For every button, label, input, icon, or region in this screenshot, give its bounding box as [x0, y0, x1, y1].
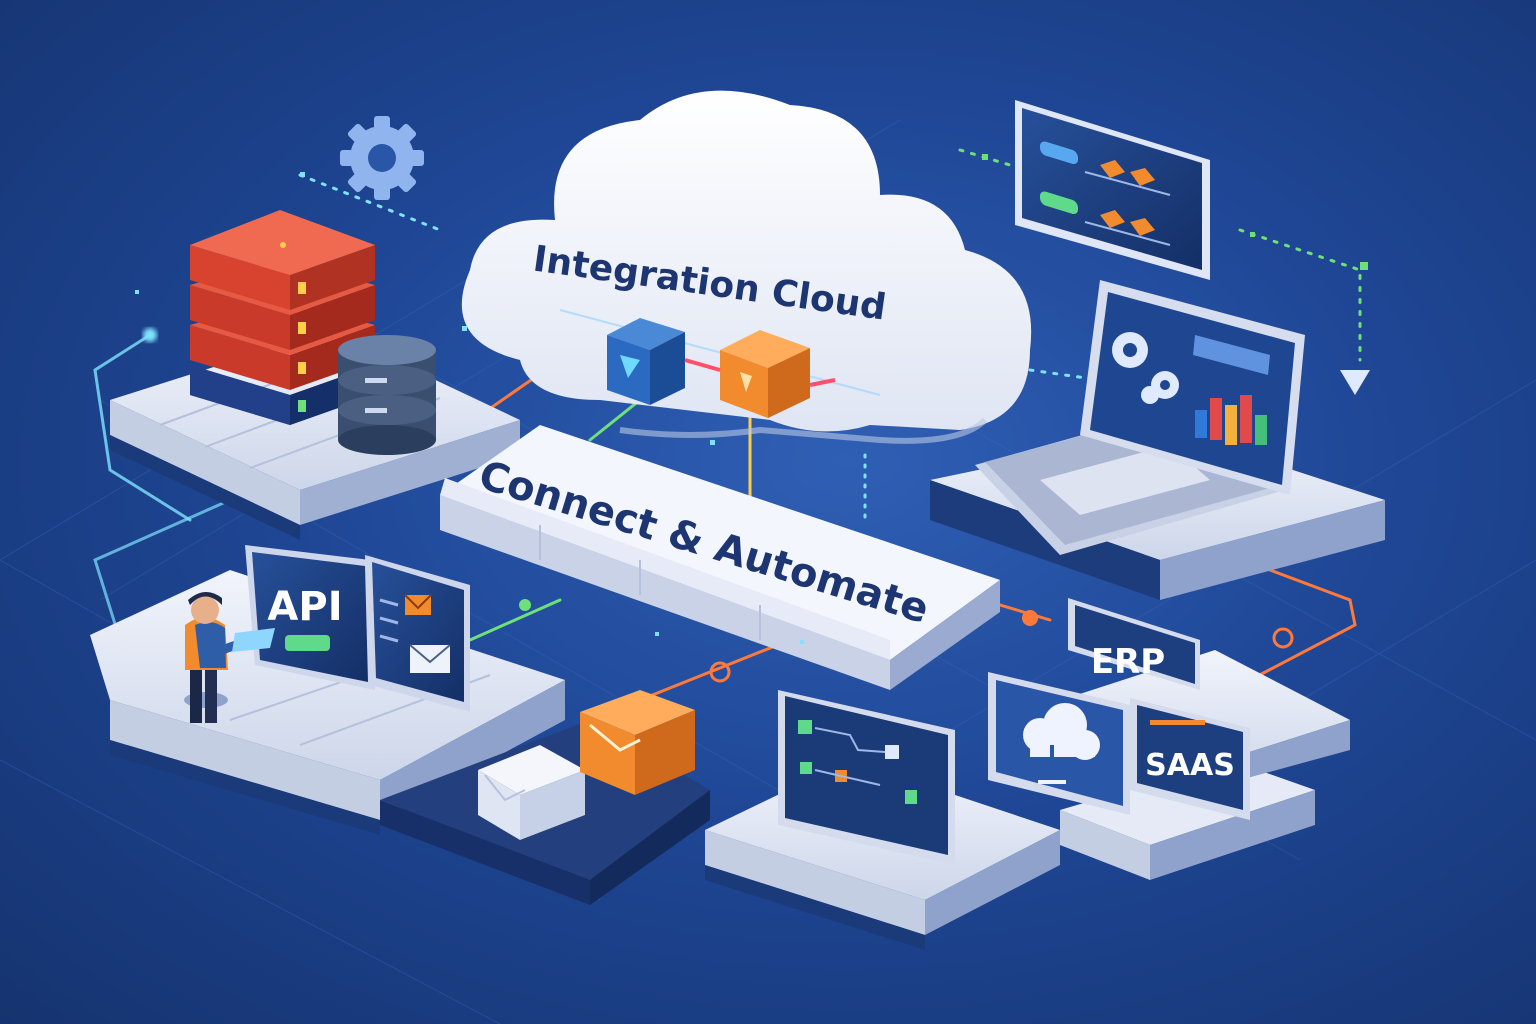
connector-line [468, 598, 562, 642]
api-screen: API [245, 545, 375, 690]
cube-orange [720, 330, 810, 418]
server-stack-icon [190, 210, 375, 425]
cloud-download-screen [988, 672, 1130, 815]
connector-line [588, 398, 642, 442]
flow-panel-screen [1015, 100, 1210, 280]
connector-line [298, 173, 442, 232]
api-label: API [267, 584, 342, 630]
erp-sign: ERP [1068, 598, 1200, 690]
connector-line [93, 333, 192, 522]
connector-nodes [143, 328, 1370, 683]
mail-icon [405, 595, 431, 615]
gear-icon [340, 116, 424, 200]
connector-line [93, 498, 232, 642]
person-icon [184, 591, 275, 723]
saas-label: SAAS [1145, 748, 1235, 783]
bar-chart-icon [1195, 395, 1267, 445]
cube-link [684, 358, 721, 372]
gear-icon [1112, 332, 1179, 404]
integration-cloud: Integration Cloud [461, 90, 1032, 444]
mail-panel-screen [365, 555, 470, 712]
cube-link [809, 378, 836, 387]
mail-envelope [478, 745, 585, 840]
saas-sign: SAAS [1130, 698, 1250, 820]
connector-line [1248, 568, 1357, 682]
connector-line [638, 638, 792, 702]
package-icon [580, 690, 695, 795]
connect-automate-block: Connect & Automate [440, 425, 1000, 690]
erp-label: ERP [1091, 642, 1165, 682]
laptop-icon [975, 280, 1305, 555]
flow-dashboard-icon [778, 690, 955, 865]
decorative-dots [135, 154, 1368, 644]
cloud-download-icon [1023, 703, 1100, 784]
arrow-down-icon [1340, 370, 1370, 395]
cube-blue [607, 318, 685, 405]
database-icon [338, 335, 436, 455]
